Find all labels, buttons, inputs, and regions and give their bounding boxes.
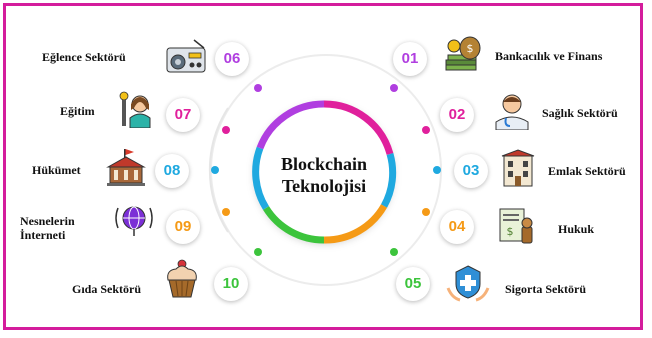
number-04: 04 [448, 218, 466, 235]
number-10: 10 [222, 275, 240, 292]
money-bag-icon: $ [442, 34, 486, 74]
number-badge-08: 08 [155, 154, 189, 188]
number-badge-07: 07 [166, 98, 200, 132]
number-08: 08 [163, 162, 181, 179]
center-title-line2: Teknolojisi [281, 176, 367, 196]
legal-document-icon: $ [494, 205, 538, 245]
number-badge-01: 01 [393, 42, 427, 76]
cupcake-icon [160, 258, 204, 298]
label-eglence: Eğlence Sektörü [42, 50, 126, 64]
number-05: 05 [404, 275, 422, 292]
doctor-icon [490, 90, 534, 131]
number-03: 03 [462, 162, 480, 179]
number-badge-09: 09 [166, 210, 200, 244]
insurance-shield-icon [446, 262, 490, 302]
number-badge-03: 03 [454, 154, 488, 188]
number-badge-06: 06 [215, 42, 249, 76]
label-hukuk: Hukuk [558, 222, 595, 236]
teacher-icon [116, 88, 160, 129]
center-title-line1: Blockchain [280, 154, 368, 174]
label-egitim: Eğitim [60, 104, 95, 118]
label-emlak: Emlak Sektörü [548, 164, 626, 178]
building-icon [496, 148, 540, 188]
number-badge-10: 10 [214, 267, 248, 301]
radio-icon [164, 36, 208, 76]
label-gida: Gıda Sektörü [72, 282, 142, 296]
number-09: 09 [174, 218, 192, 235]
svg-text:$: $ [467, 42, 474, 55]
number-badge-04: 04 [440, 210, 474, 244]
center-title: Blockchain Teknolojisi [262, 153, 386, 197]
number-06: 06 [223, 50, 241, 67]
label-nesnelerin-interneti: Nesnelerin İnterneti [20, 214, 75, 242]
number-07: 07 [174, 106, 192, 123]
label-saglik: Sağlık Sektörü [542, 106, 618, 120]
number-02: 02 [448, 106, 466, 123]
number-01: 01 [401, 50, 419, 67]
label-sigorta: Sigorta Sektörü [505, 282, 586, 296]
svg-text:$: $ [507, 225, 514, 238]
label-nesnelerin: Nesnelerin [20, 214, 75, 228]
label-interneti: İnterneti [20, 228, 66, 242]
government-building-icon [104, 147, 148, 187]
number-badge-05: 05 [396, 267, 430, 301]
label-bankacilik: Bankacılık ve Finans [495, 49, 603, 63]
iot-globe-icon [112, 198, 156, 238]
label-hukumet: Hükümet [32, 163, 81, 177]
number-badge-02: 02 [440, 98, 474, 132]
